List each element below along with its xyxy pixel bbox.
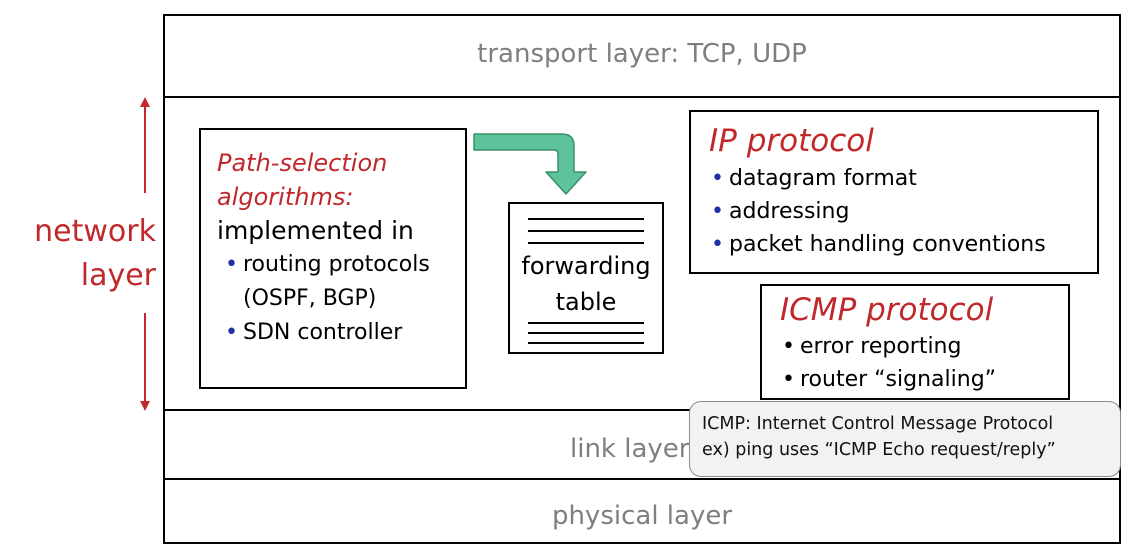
network-layer-label-line2: layer	[80, 258, 156, 293]
icmp-protocol-title: ICMP protocol	[780, 292, 994, 328]
double-headed-arrow-icon	[140, 97, 150, 411]
addressing-label: addressing	[729, 199, 850, 224]
transport-divider	[165, 96, 1119, 98]
table-row-line	[528, 218, 644, 220]
bullet-icon: •	[711, 232, 724, 257]
list-item: •packet handling conventions	[711, 228, 1097, 261]
list-item: •addressing	[711, 195, 1097, 228]
bullet-icon: •	[782, 367, 795, 392]
icmp-protocol-list: •error reporting •router “signaling”	[782, 330, 1068, 396]
table-row-line	[528, 230, 644, 232]
path-selection-subtitle: implemented in	[217, 216, 414, 245]
ip-protocol-title: IP protocol	[709, 123, 874, 159]
list-item: •router “signaling”	[782, 363, 1068, 396]
list-item: •datagram format	[711, 162, 1097, 195]
network-layer-label-line1: network	[34, 214, 156, 249]
ip-protocol-list: •datagram format •addressing •packet han…	[711, 162, 1097, 261]
list-item: • routing protocols (OSPF, BGP)	[225, 248, 465, 316]
link-divider-bottom	[165, 478, 1119, 480]
forwarding-table-line2: table	[555, 288, 617, 316]
sdn-controller-label: SDN controller	[243, 320, 403, 345]
link-layer-label: link layer	[570, 434, 690, 464]
ip-protocol-box: IP protocol •datagram format •addressing…	[689, 110, 1099, 274]
routing-protocols-line1: routing protocols	[243, 252, 430, 277]
datagram-format-label: datagram format	[729, 166, 917, 191]
forwarding-table-label: forwarding table	[510, 248, 662, 320]
path-selection-title-line2: algorithms:	[217, 183, 354, 211]
curved-down-arrow-icon	[473, 133, 587, 195]
bullet-icon: •	[225, 320, 238, 345]
table-row-line	[528, 342, 644, 344]
network-layer-label: network layer	[0, 210, 156, 298]
table-row-line	[528, 242, 644, 244]
router-signaling-label: router “signaling”	[800, 367, 997, 392]
forwarding-table-box: forwarding table	[508, 202, 664, 354]
bullet-icon: •	[782, 334, 795, 359]
tooltip-line2: ex) ping uses “ICMP Echo request/reply”	[702, 440, 1056, 460]
path-selection-list: • routing protocols (OSPF, BGP) • SDN co…	[225, 248, 465, 350]
physical-layer-label: physical layer	[551, 501, 733, 531]
bullet-icon: •	[711, 166, 724, 191]
path-selection-box: Path-selection algorithms: implemented i…	[199, 128, 467, 389]
tooltip-line1: ICMP: Internet Control Message Protocol	[702, 414, 1054, 434]
bullet-icon: •	[711, 199, 724, 224]
path-selection-title-line1: Path-selection	[217, 149, 388, 177]
bullet-icon: •	[225, 252, 238, 277]
forwarding-table-line1: forwarding	[521, 252, 651, 280]
table-row-line	[528, 322, 644, 324]
icmp-protocol-box: ICMP protocol •error reporting •router “…	[760, 284, 1070, 400]
list-item: • SDN controller	[225, 316, 465, 350]
transport-layer-label: transport layer: TCP, UDP	[477, 39, 807, 69]
link-divider-top	[165, 409, 1119, 411]
table-row-line	[528, 332, 644, 334]
error-reporting-label: error reporting	[800, 334, 962, 359]
routing-protocols-line2: (OSPF, BGP)	[243, 286, 377, 311]
packet-handling-label: packet handling conventions	[729, 232, 1046, 257]
protocol-stack: transport layer: TCP, UDP link layer phy…	[163, 14, 1121, 544]
icmp-tooltip: ICMP: Internet Control Message Protocol …	[689, 401, 1121, 477]
list-item: •error reporting	[782, 330, 1068, 363]
